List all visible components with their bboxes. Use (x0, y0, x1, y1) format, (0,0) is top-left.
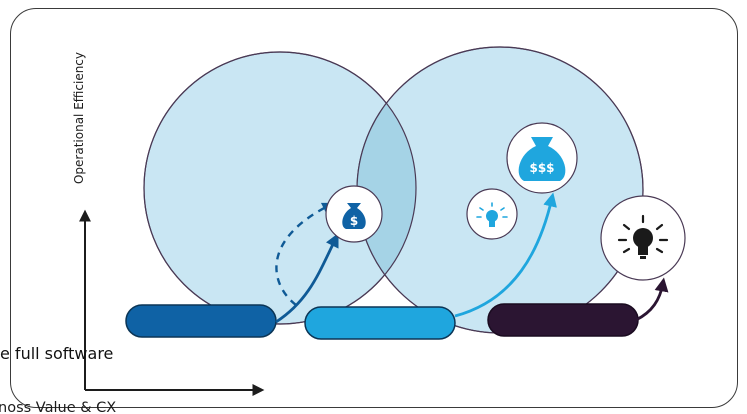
large-money-bag-symbol: $$$ (529, 161, 554, 175)
large-money-bag-icon: $$$ (506, 122, 578, 194)
y-axis-label: Operational Efficiency (72, 51, 86, 185)
x-axis-label: inoss Value & CX (0, 400, 117, 414)
pill-dark-purple (487, 303, 639, 337)
dashed-arrow (275, 202, 335, 306)
overlay-caption: e full softwareInnovationServices (0, 344, 266, 363)
stage-pills (125, 303, 639, 340)
pill-light-blue (304, 306, 456, 340)
purple-arrow-to-bulb (635, 277, 669, 322)
progress-arrows (275, 192, 669, 324)
overlay-caption-light: InnovationServices (113, 344, 266, 363)
venn-diagram (143, 46, 644, 334)
small-lightbulb-icon (466, 188, 518, 240)
large-lightbulb-icon (600, 195, 686, 281)
light-arrow-to-big-money (454, 192, 557, 318)
blue-arrow-to-money (275, 232, 339, 324)
overlay-caption-dark: e full software (0, 344, 114, 363)
axes (79, 209, 265, 396)
small-money-bag-icon: $ (325, 185, 383, 243)
pill-dark-blue (125, 304, 277, 338)
small-money-bag-symbol: $ (350, 214, 358, 228)
